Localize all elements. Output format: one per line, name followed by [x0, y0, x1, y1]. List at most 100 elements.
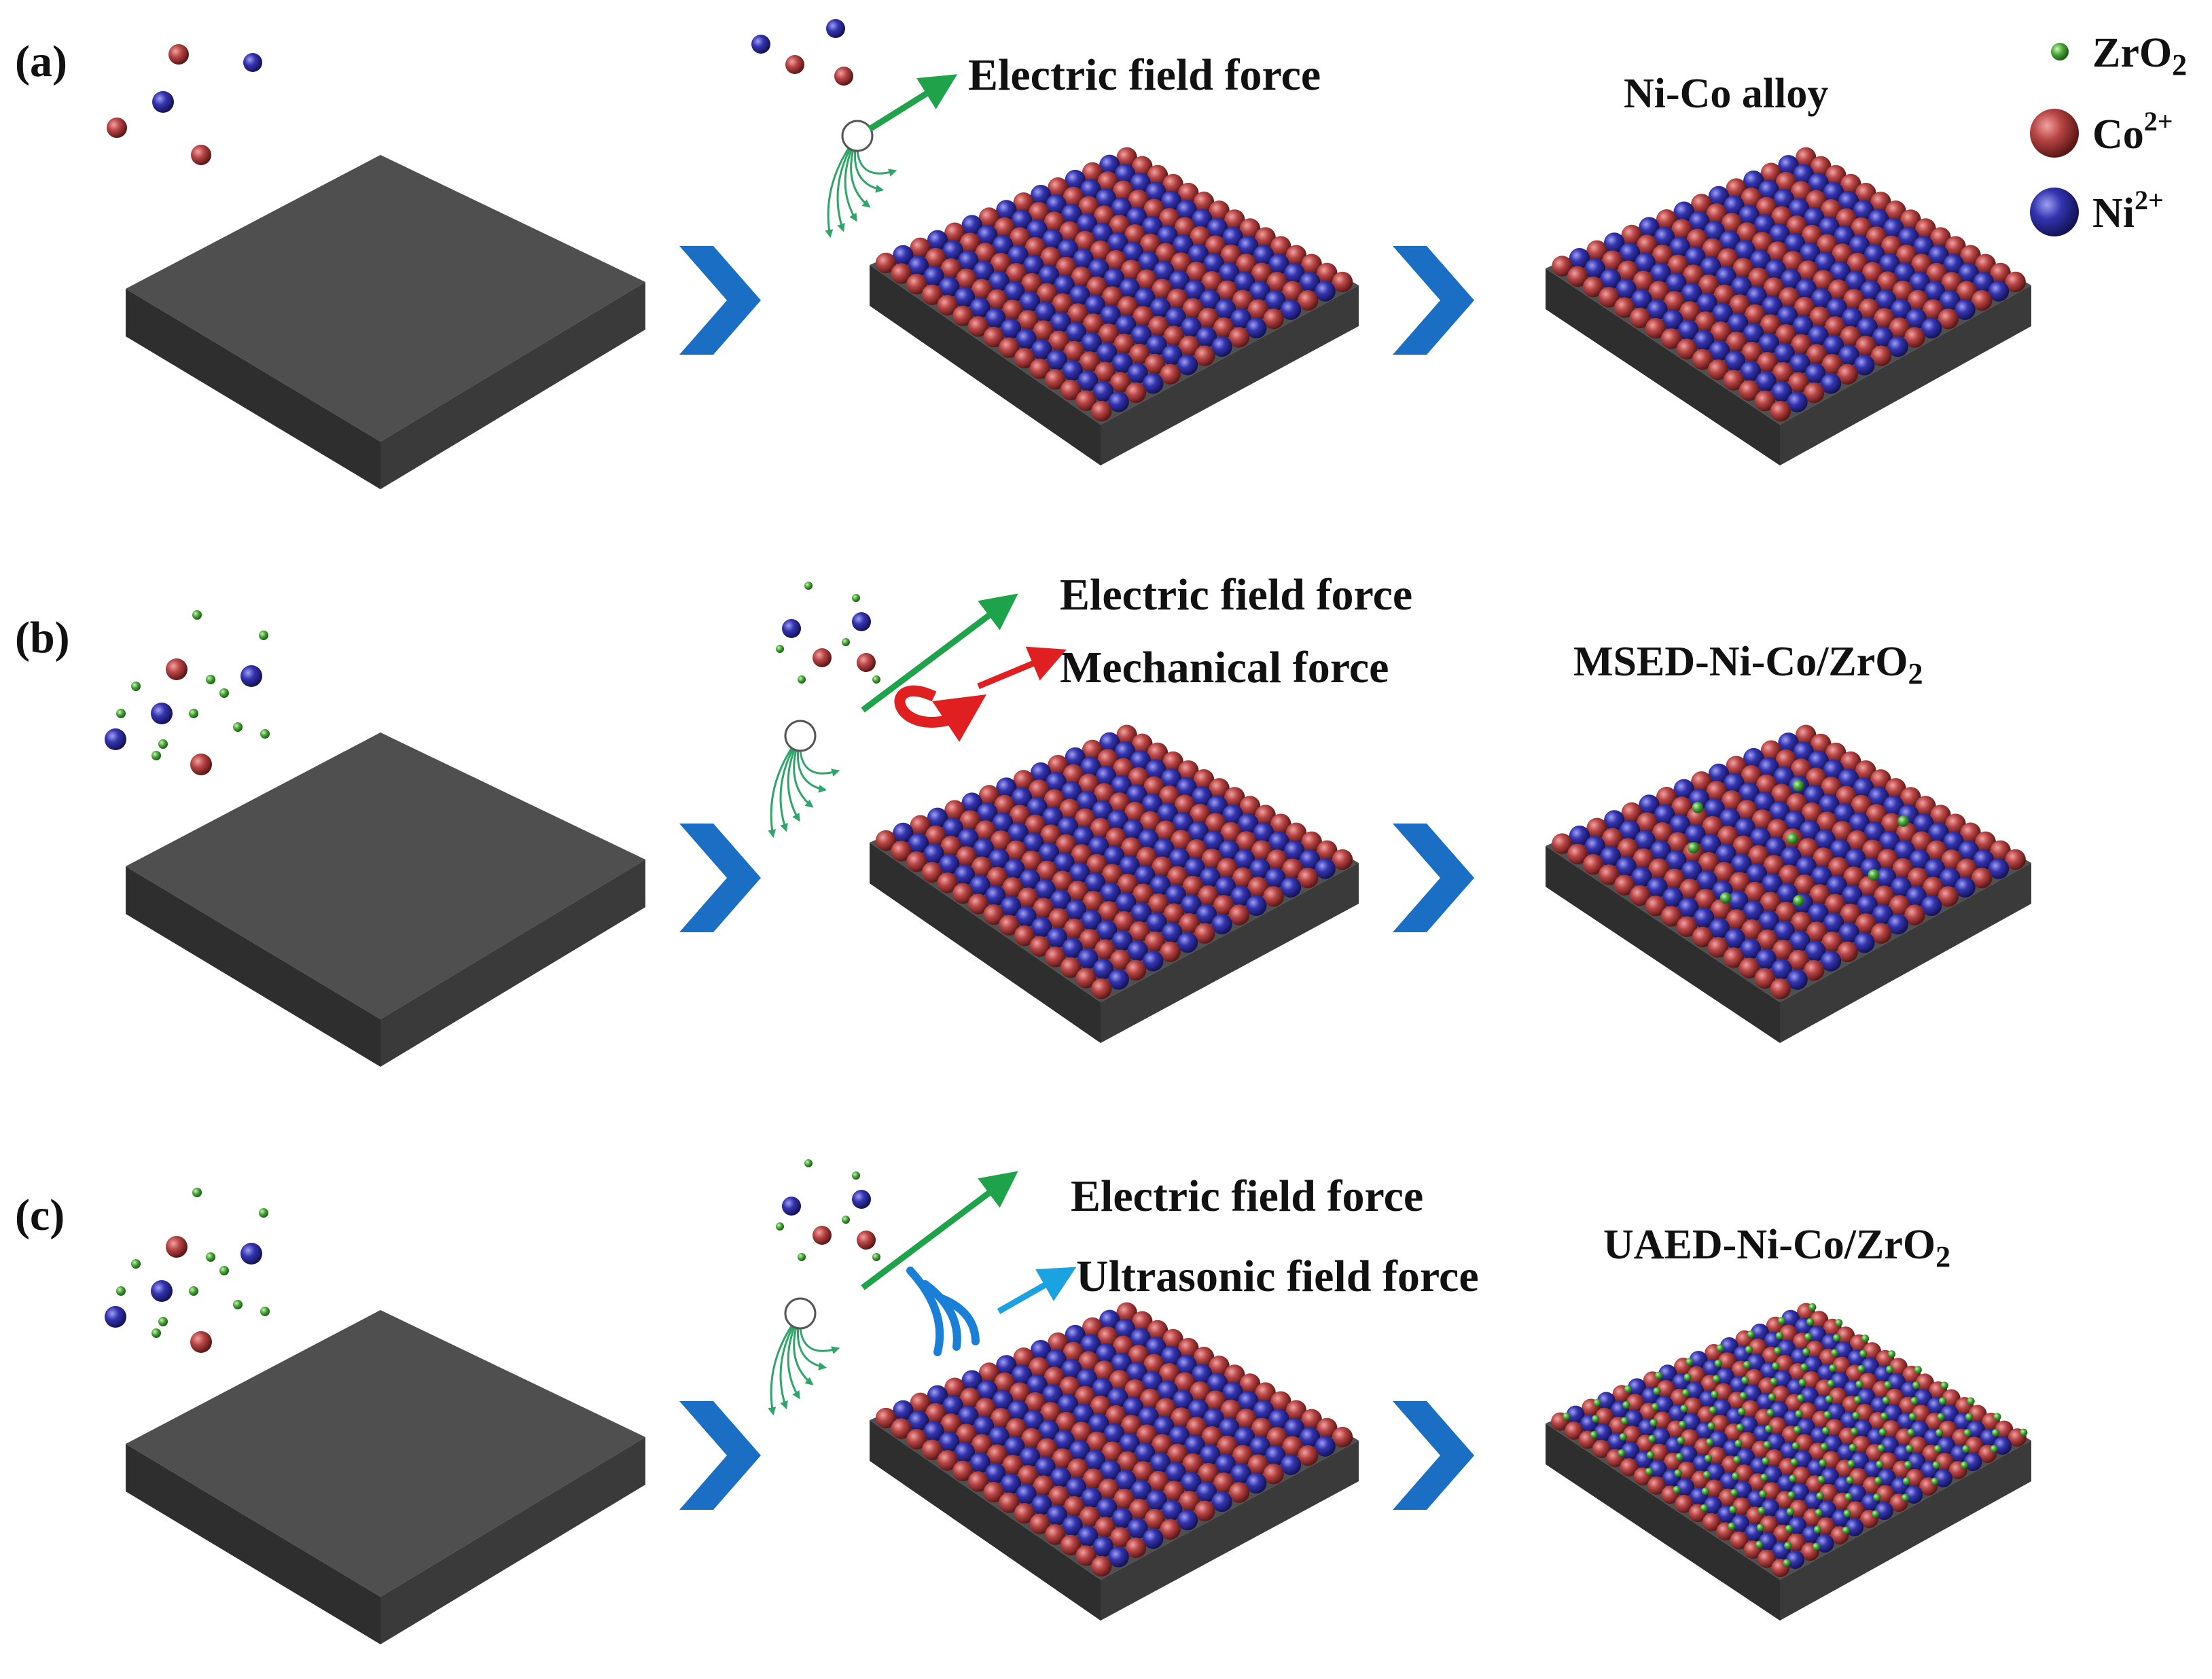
ni-atom: [1211, 913, 1232, 935]
ni-atom: [1738, 205, 1760, 226]
ni-atom: [1804, 785, 1825, 806]
ni-atom: [1650, 840, 1671, 861]
co-atom: [1806, 921, 1827, 942]
ni-atom: [1940, 289, 1961, 311]
co-atom: [1882, 1420, 1901, 1438]
co-atom: [1855, 182, 1876, 204]
co-atom: [940, 836, 962, 857]
ni-atom: [1765, 259, 1786, 280]
co-atom: [1113, 911, 1135, 932]
ni-atom: [1280, 1454, 1302, 1475]
co-atom: [975, 820, 996, 841]
ni-atom: [1853, 1419, 1872, 1438]
ni-atom: [1739, 1415, 1758, 1434]
ni-atom: [1781, 846, 1802, 868]
zro2-particle: [189, 1286, 198, 1296]
ni-atom: [973, 838, 995, 860]
zro2-particle: [1674, 1469, 1682, 1477]
ni-atom: [1815, 829, 1836, 851]
co-atom: [1224, 787, 1245, 808]
ni-atom: [1016, 1483, 1037, 1505]
ni-atom: [1853, 777, 1874, 798]
zro2-particle: [1593, 1398, 1601, 1407]
zro2-particle: [1820, 1443, 1828, 1451]
ni-atom: [1230, 308, 1251, 330]
ni-atom: [1253, 245, 1274, 266]
co-atom: [1692, 349, 1713, 370]
zro2-particle: [1910, 1396, 1919, 1405]
co-atom: [1945, 236, 1966, 257]
ni-atom: [1100, 1460, 1121, 1481]
co-atom: [1975, 831, 1996, 853]
zro2-particle: [1884, 1381, 1892, 1389]
zro2-particle: [1849, 1443, 1857, 1451]
ni-atom: [1222, 226, 1243, 248]
co-ion: [857, 1231, 876, 1250]
ni-atom: [1076, 213, 1098, 234]
ni-atom: [1057, 816, 1079, 837]
ni-atom: [1584, 258, 1606, 279]
co-atom: [956, 268, 977, 289]
co-atom: [1904, 327, 1925, 348]
ni-atom: [1119, 277, 1140, 299]
co-atom: [1837, 364, 1858, 385]
co-atom: [1855, 913, 1876, 934]
ni-atom: [1738, 782, 1760, 803]
ni-atom: [1215, 876, 1236, 898]
co-ion: [107, 118, 127, 138]
ni-atom: [1207, 217, 1228, 238]
zro2-particle: [1832, 1334, 1841, 1342]
ni-atom: [1596, 1392, 1616, 1411]
zro2-particle: [1770, 1377, 1778, 1385]
zro2-particle: [1654, 1371, 1663, 1379]
co-atom: [1232, 867, 1253, 888]
ni-ion: [151, 1280, 173, 1302]
ni-atom: [1685, 1381, 1705, 1400]
zro2-particle: [158, 1317, 168, 1326]
co-atom: [1802, 1371, 1821, 1390]
zro2-particle: [798, 1253, 806, 1261]
co-atom: [1798, 1402, 1817, 1421]
co-atom: [1098, 323, 1120, 344]
co-atom: [1960, 822, 1981, 843]
co-atom: [1198, 1462, 1219, 1484]
co-atom: [1113, 758, 1134, 779]
ni-ion: [852, 612, 871, 631]
ni-atom: [1604, 810, 1625, 831]
ni-atom: [1062, 1515, 1083, 1536]
zro2-particle: [1937, 1413, 1945, 1421]
ni-atom: [1830, 261, 1851, 282]
ni-atom: [1569, 826, 1590, 847]
co-atom: [1201, 1426, 1223, 1447]
ni-atom: [1176, 777, 1197, 798]
ni-atom: [1804, 363, 1826, 384]
ni-atom: [1794, 1450, 1813, 1469]
co-atom: [1828, 279, 1849, 300]
ni-atom: [1818, 1500, 1837, 1519]
co-atom: [978, 785, 1000, 806]
co-atom: [1832, 1356, 1851, 1375]
zro2-particle: [1868, 869, 1880, 881]
ni-atom: [1065, 1477, 1087, 1498]
co-atom: [1090, 1395, 1111, 1417]
co-atom: [967, 1471, 989, 1492]
co-atom: [1821, 354, 1843, 375]
co-atom: [1779, 287, 1800, 308]
ni-atom: [1145, 181, 1166, 202]
co-atom: [891, 841, 912, 862]
co-atom: [1282, 1436, 1303, 1457]
co-atom: [875, 1407, 897, 1429]
co-atom: [1726, 756, 1747, 777]
zro2-particle: [219, 688, 229, 698]
ni-atom: [1693, 330, 1715, 351]
co-atom: [1266, 1427, 1288, 1448]
row-a-force-electric: Electric field force: [968, 50, 1321, 100]
ni-atom: [1743, 170, 1764, 192]
zro2-particle: [1991, 1428, 2000, 1437]
ni-atom: [1057, 1394, 1079, 1415]
ni-atom: [1004, 858, 1025, 880]
co-atom: [1205, 235, 1226, 256]
co-atom: [1082, 739, 1103, 761]
ni-atom: [1176, 1355, 1197, 1376]
co-atom: [1086, 1431, 1107, 1453]
